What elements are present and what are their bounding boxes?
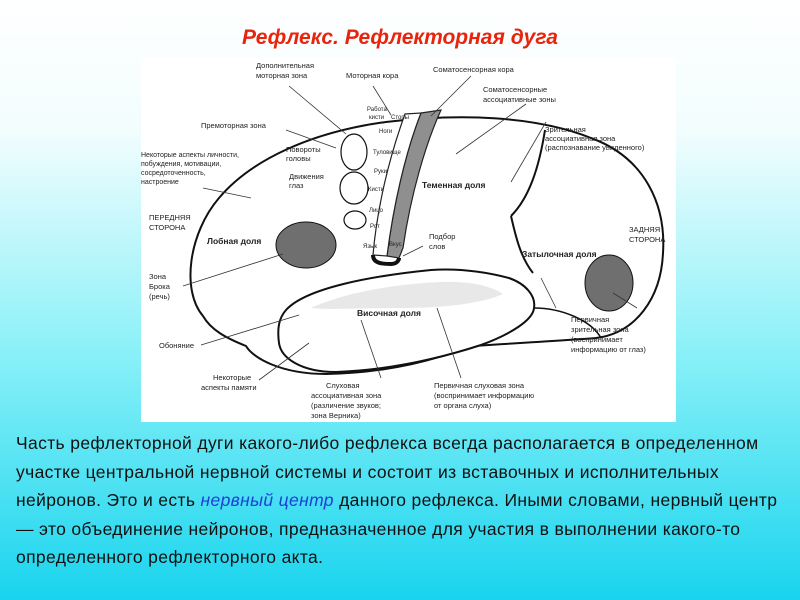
label-prim-vis-2: зрительная зона [571,325,629,334]
slide-title: Рефлекс. Рефлекторная дуга [242,26,558,49]
label-motor-cortex: Моторная кора [346,71,399,80]
bodymap-feet: Стопы [391,115,409,121]
label-aud-assoc-3: (различение звуков; [311,401,381,410]
bodymap-legs: Ноги [379,129,392,135]
brain-diagram-svg: Лобная доля Теменная доля Затылочная дол… [141,61,665,420]
leader-lines [182,75,638,381]
label-visual-assoc-2: ассоциативная зона [545,134,616,143]
broca-area [275,221,337,269]
central-sulcus [371,254,401,267]
label-memory-2: аспекты памяти [201,383,257,392]
label-anterior-2: СТОРОНА [149,223,185,232]
label-prim-vis-4: информацию от глаз) [571,345,646,354]
bodymap-work-2: кисти [369,115,384,121]
label-prim-vis-1: Первичная [571,315,609,324]
label-smell: Обоняние [159,341,194,350]
work-hand-oval [339,171,369,205]
bodymap-work-1: Работа [367,107,387,113]
label-broca-3: (речь) [149,292,170,301]
label-word-choice-1: Подбор [429,232,455,241]
label-visual-assoc-1: Зрительная [545,125,586,134]
label-somatosensory-assoc-2: ассоциативные зоны [483,95,556,104]
paragraph-text-before: Часть рефлекторной дуги какого-либо рефл… [16,433,759,510]
head-turn-oval [340,133,368,171]
label-head-turn-1: Повороты [286,145,321,154]
primary-visual-area [584,254,634,312]
label-anterior-1: ПЕРЕДНЯЯ [149,213,191,222]
label-somatosensory-cortex: Соматосенсорная кора [433,65,515,74]
lobe-frontal: Лобная доля [207,236,261,246]
label-prim-aud-3: от органа слуха) [434,401,492,410]
eye-move-oval [343,210,367,230]
motor-strip [372,112,422,257]
label-aud-assoc-2: ассоциативная зона [311,391,382,400]
label-premotor: Премоторная зона [201,121,267,130]
label-broca-1: Зона [149,272,167,281]
lobe-temporal: Височная доля [357,308,421,318]
label-personality-4: настроение [141,179,179,186]
label-supplementary-motor-2: моторная зона [256,71,308,80]
label-broca-2: Брока [149,282,171,291]
sylvian-fissure [533,307,602,339]
bodymap-face: Лицо [369,208,384,214]
brain-diagram: Лобная доля Теменная доля Затылочная дол… [141,58,676,422]
description-paragraph: Часть рефлекторной дуги какого-либо рефл… [16,429,786,572]
label-posterior-2: СТОРОНА [629,235,665,244]
lobe-occipital: Затылочная доля [522,249,597,259]
label-head-turn-2: головы [286,154,311,163]
label-eye-move-1: Движения [289,172,324,181]
label-prim-aud-1: Первичная слуховая зона [434,381,525,390]
label-word-choice-2: слов [429,242,445,251]
label-memory-1: Некоторые [213,373,251,382]
bodymap-trunk: Туловище [373,150,402,156]
label-eye-move-2: глаз [289,181,304,190]
label-supplementary-motor-1: Дополнительная [256,61,314,70]
bodymap-arms: Руки [374,169,387,175]
label-personality-1: Некоторые аспекты личности, [141,152,239,159]
label-posterior-1: ЗАДНЯЯ [629,225,660,234]
lobe-parietal: Теменная доля [422,180,485,190]
nerve-center-term: нервный центр [200,490,334,510]
label-aud-assoc-1: Слуховая [326,381,360,390]
bodymap-mouth: Рот [370,224,380,230]
insula-shaded [311,281,503,309]
label-prim-vis-3: (воспринимает [571,335,623,344]
parieto-occipital-boundary [510,129,546,217]
bodymap-hands: Кисти [368,187,384,193]
bodymap-tongue: Язык [363,244,377,250]
label-aud-assoc-4: зона Верника) [311,411,361,420]
label-personality-2: побуждения, мотивации, [141,160,221,168]
bodymap-taste: Вкус [389,242,402,248]
occipital-boundary [510,215,534,274]
paragraph-text-after: данного рефлекса. Иными словами, нервный… [16,490,778,567]
label-somatosensory-assoc-1: Соматосенсорные [483,85,547,94]
label-visual-assoc-3: (распознавание увиденного) [545,143,645,152]
label-personality-3: сосредоточенность, [141,170,206,177]
label-prim-aud-2: (воспринимает информацию [434,391,534,400]
